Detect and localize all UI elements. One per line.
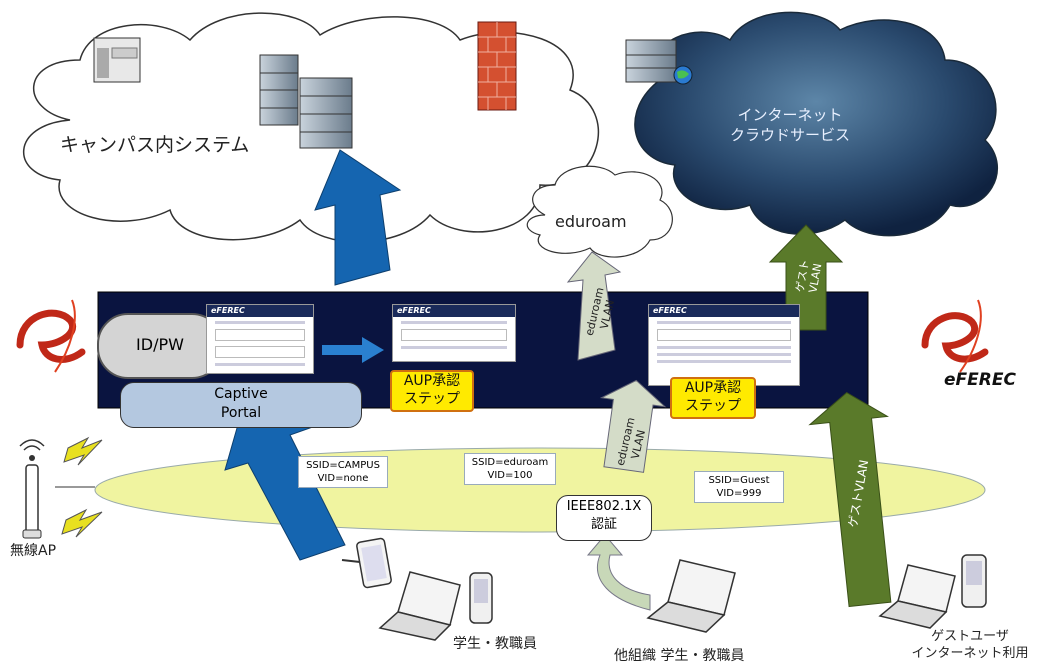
guest-user-line1: ゲストユーザ	[931, 629, 1009, 644]
aup1-line2: ステップ	[404, 391, 460, 407]
aup-screenshot-1: eFEREC	[392, 304, 516, 362]
ssid-campus-box: SSID=CAMPUS VID=none	[298, 456, 388, 488]
screenshot-brand: eFEREC	[649, 305, 799, 317]
guest-user-line2: インターネット利用	[911, 646, 1029, 661]
ieee-line2: 認証	[590, 517, 617, 532]
tablet-icon	[341, 537, 392, 589]
guest-vlan-upper-arrow	[768, 224, 844, 331]
screenshot-brand: eFEREC	[393, 305, 515, 317]
eferec-logo-right	[921, 299, 989, 373]
eduroam-vlan-upper-arrow	[566, 251, 622, 361]
server-icon	[93, 37, 141, 83]
campus-cloud-label: キャンパス内システム	[60, 134, 250, 156]
wireless-signal-icon	[63, 436, 103, 466]
ssid-guest-line1: SSID=Guest	[708, 475, 770, 486]
ssid-eduroam-line1: SSID=eduroam	[471, 457, 549, 468]
ssid-eduroam-box: SSID=eduroam VID=100	[464, 453, 556, 485]
wireless-ap-label: 無線AP	[10, 543, 57, 559]
idpw-label: ID/PW	[136, 335, 184, 354]
portal-login-screenshot: eFEREC	[206, 304, 314, 374]
wireless-signal-icon	[61, 508, 103, 538]
screenshot-brand: eFEREC	[207, 305, 313, 317]
internet-cloud-label: インターネット クラウドサービス	[690, 105, 890, 145]
laptop-icon	[878, 564, 956, 629]
eduroam-cloud-label: eduroam	[555, 212, 627, 231]
wireless-ap-icon	[19, 439, 45, 539]
idpw-pill: ID/PW	[97, 313, 223, 379]
captive-portal-box: Captive Portal	[120, 382, 362, 428]
ieee-line1: IEEE802.1X	[566, 499, 642, 514]
ssid-campus-line2: VID=none	[317, 473, 369, 484]
firewall-icon	[477, 21, 517, 111]
aup2-line1: AUP承認	[684, 380, 742, 396]
guest-user-label: ゲストユーザ インターネット利用	[900, 628, 1040, 662]
laptop-icon	[378, 571, 461, 641]
ssid-guest-box: SSID=Guest VID=999	[694, 471, 784, 503]
ssid-guest-line2: VID=999	[716, 488, 762, 499]
guest-vlan-lower-arrow	[808, 391, 892, 608]
laptop-icon	[646, 559, 736, 633]
aup1-line1: AUP承認	[403, 373, 461, 389]
internet-label-line1: インターネット	[737, 106, 843, 124]
server-rack-icon	[259, 54, 353, 149]
other-org-label: 他組織 学生・教職員	[614, 648, 745, 664]
aup2-line2: ステップ	[685, 398, 741, 414]
students-label: 学生・教職員	[453, 636, 537, 652]
eferec-logo-left	[16, 299, 86, 373]
captive-portal-line1: Captive	[214, 386, 268, 402]
ssid-eduroam-line2: VID=100	[487, 470, 533, 481]
eduroam-cloud	[526, 165, 673, 258]
eduroam-vlan-lower-arrow	[599, 379, 667, 473]
internet-cloud	[634, 11, 998, 237]
phone-icon	[469, 572, 493, 624]
internet-server-icon	[625, 39, 693, 85]
captive-portal-line2: Portal	[220, 405, 262, 421]
phone-icon	[961, 554, 987, 608]
ieee-8021x-box: IEEE802.1X 認証	[556, 495, 652, 541]
campus-access-arrow	[314, 149, 402, 286]
aup-step-2: AUP承認 ステップ	[670, 377, 756, 419]
other-org-arrow	[586, 534, 651, 611]
internet-label-line2: クラウドサービス	[729, 126, 850, 144]
aup-screenshot-2: eFEREC	[648, 304, 800, 386]
ssid-campus-line1: SSID=CAMPUS	[306, 460, 380, 471]
portal-flow-arrow	[322, 337, 384, 363]
eferec-logo-text: eFEREC	[944, 370, 1016, 390]
aup-step-1: AUP承認 ステップ	[390, 370, 474, 412]
